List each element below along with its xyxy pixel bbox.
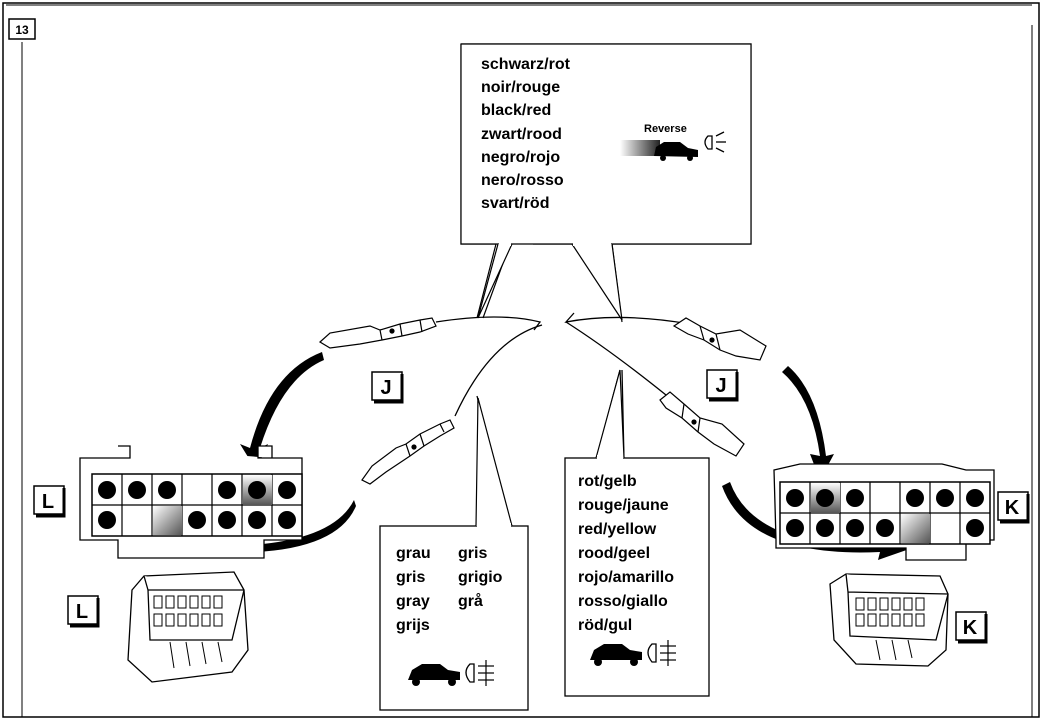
- terminal-left-upper: [318, 317, 437, 349]
- red-yellow-color-4: rojo/amarillo: [578, 569, 674, 586]
- wire-right-upper: [564, 312, 691, 325]
- red-yellow-color-2: red/yellow: [578, 521, 657, 538]
- red-yellow-color-3: rood/geel: [578, 545, 650, 562]
- red-yellow-color-0: rot/gelb: [578, 473, 637, 490]
- reverse-light-callout: schwarz/rot noir/rouge black/red zwart/r…: [460, 43, 752, 323]
- connector-right-pinout: [773, 463, 995, 561]
- gray-wire-callout: grau gris gray grijs gris grigio grå: [379, 397, 529, 711]
- terminal-right-letter: J: [715, 375, 726, 397]
- step-number: 13: [15, 23, 29, 37]
- connector-left-plug-label: L: [67, 595, 100, 628]
- connector-right-plug-letter: K: [963, 617, 978, 639]
- gray-left-2: gray: [396, 593, 430, 610]
- reverse-color-1: noir/rouge: [481, 79, 560, 96]
- gray-right-1: grigio: [458, 569, 503, 586]
- gray-right-2: grå: [458, 592, 483, 610]
- arrow-right-top: [782, 366, 834, 480]
- connector-left-label: L: [33, 485, 66, 518]
- reverse-color-3: zwart/rood: [481, 126, 562, 143]
- gray-right-0: gris: [458, 545, 487, 562]
- gray-left-1: gris: [396, 569, 425, 586]
- reverse-color-5: nero/rosso: [481, 172, 564, 189]
- connector-right-label: K: [997, 491, 1030, 524]
- terminal-right-lower: [659, 391, 745, 457]
- red-yellow-wire-callout: rot/gelb rouge/jaune red/yellow rood/gee…: [564, 369, 710, 697]
- reverse-color-0: schwarz/rot: [481, 56, 571, 73]
- reverse-light-car-icon: Reverse: [620, 123, 726, 161]
- connector-left-pinout: [79, 445, 303, 559]
- fog-light-car-icon: [590, 640, 676, 666]
- reverse-icon-label: Reverse: [644, 123, 687, 135]
- fog-light-car-icon: [408, 660, 494, 686]
- step-number-badge: 13: [8, 18, 36, 40]
- reverse-color-6: svart/röd: [481, 195, 549, 212]
- wire-left-upper: [435, 316, 542, 331]
- terminal-left-lower: [361, 419, 455, 485]
- wire-right-lower: [565, 321, 667, 396]
- gray-left-3: grijs: [396, 617, 430, 634]
- terminal-left-letter: J: [380, 377, 391, 399]
- connector-right-letter: K: [1005, 497, 1020, 519]
- terminal-left-label: J: [371, 371, 404, 404]
- red-yellow-color-6: röd/gul: [578, 617, 632, 634]
- gray-left-0: grau: [396, 545, 431, 562]
- wire-left-lower: [454, 324, 543, 417]
- terminal-right-upper: [672, 317, 767, 361]
- connector-left-letter: L: [42, 491, 54, 513]
- connector-right-plug-drawing: [829, 573, 949, 667]
- connector-left-plug-drawing: [127, 571, 249, 683]
- reverse-color-2: black/red: [481, 102, 551, 119]
- terminal-right-label: J: [706, 369, 739, 402]
- red-yellow-color-1: rouge/jaune: [578, 497, 669, 514]
- arrow-left-top: [240, 352, 324, 470]
- red-yellow-color-5: rosso/giallo: [578, 593, 668, 610]
- reverse-color-4: negro/rojo: [481, 149, 560, 166]
- connector-right-plug-label: K: [955, 611, 988, 644]
- connector-left-plug-letter: L: [76, 601, 88, 623]
